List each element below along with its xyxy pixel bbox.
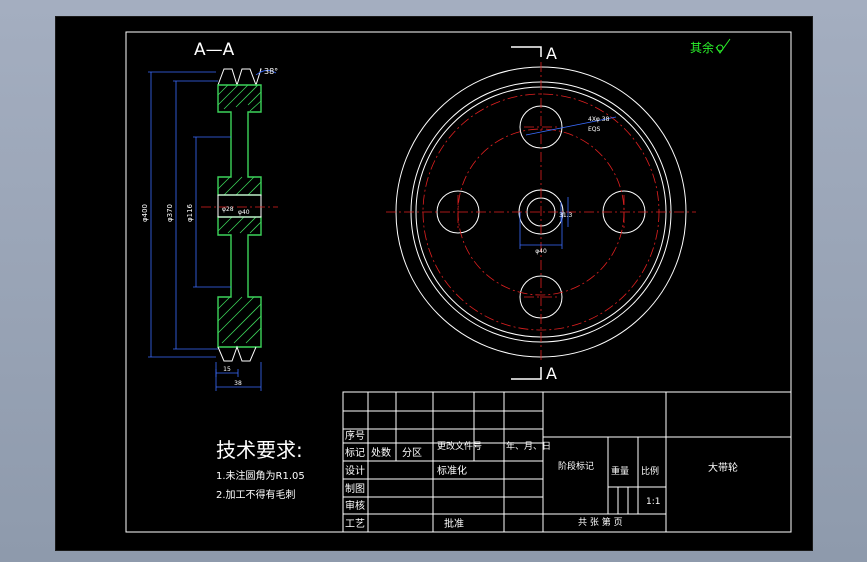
requirement-item-2: 2.加工不得有毛刺 <box>216 488 296 501</box>
dim-key: 31.3 <box>559 212 573 219</box>
cut-mark-bottom <box>511 367 542 380</box>
angle-dim: 38° <box>264 67 278 76</box>
dim-outer-dia: φ400 <box>141 204 149 222</box>
cut-mark-top <box>511 46 542 57</box>
roughness-note: 其余 <box>690 40 714 55</box>
width-dims <box>215 362 262 391</box>
dim-width-1: 15 <box>223 366 231 373</box>
front-centerlines <box>386 62 696 362</box>
bottom-groove-outline <box>217 345 257 362</box>
dim-width-2: 38 <box>234 380 242 387</box>
dim-hub-b: φ40 <box>238 209 250 216</box>
bore-dims <box>519 116 617 249</box>
tb-col-doc: 更改文件号 <box>437 440 482 452</box>
dim-hub-a: φ28 <box>222 206 234 213</box>
tb-row-mark: 标记 <box>345 447 365 459</box>
tb-part-name: 大带轮 <box>708 461 738 474</box>
tb-row-seq: 序号 <box>345 429 365 442</box>
tb-row-process: 工艺 <box>345 518 365 530</box>
angle-dim-arc <box>255 70 277 76</box>
title-block <box>342 391 792 533</box>
tb-row-draw: 制图 <box>345 482 365 495</box>
cad-drawing: A—A 38° φ400 φ370 φ116 φ28 φ40 <box>125 31 792 533</box>
hub-bore <box>217 194 262 218</box>
tb-std: 标准化 <box>437 464 467 477</box>
tb-col-zone: 分区 <box>402 447 422 459</box>
tb-col-count: 处数 <box>371 446 391 459</box>
tb-row-design: 设计 <box>345 464 365 477</box>
dim-inner-dia: φ116 <box>186 203 194 222</box>
tb-stage: 阶段标记 <box>558 460 594 472</box>
top-groove-outline <box>217 68 262 87</box>
tb-row-review: 审核 <box>345 499 365 512</box>
dim-hole-b: EQS <box>588 126 601 133</box>
tb-weight: 重量 <box>611 465 629 477</box>
tb-approve: 批准 <box>444 517 464 530</box>
diameter-dims <box>148 71 231 358</box>
tb-col-date: 年、月、日 <box>506 440 551 452</box>
section-label: A—A <box>194 40 235 60</box>
requirement-item-1: 1.未注圆角为R1.05 <box>216 469 305 482</box>
cut-label-bottom: A <box>546 364 557 383</box>
requirements-title: 技术要求: <box>216 438 303 462</box>
dim-hole-a: 4Xφ 38 <box>588 116 610 123</box>
tb-scale-value: 1:1 <box>646 497 660 507</box>
dim-bore: φ40 <box>535 248 547 255</box>
tb-scale-label: 比例 <box>641 465 659 477</box>
pulley-section <box>217 84 262 348</box>
cut-label-top: A <box>546 44 557 63</box>
tb-sheets: 共 张 第 页 <box>578 516 623 528</box>
cad-viewport[interactable]: A—A 38° φ400 φ370 φ116 φ28 φ40 <box>55 16 813 551</box>
dim-mid-dia: φ370 <box>166 204 174 222</box>
